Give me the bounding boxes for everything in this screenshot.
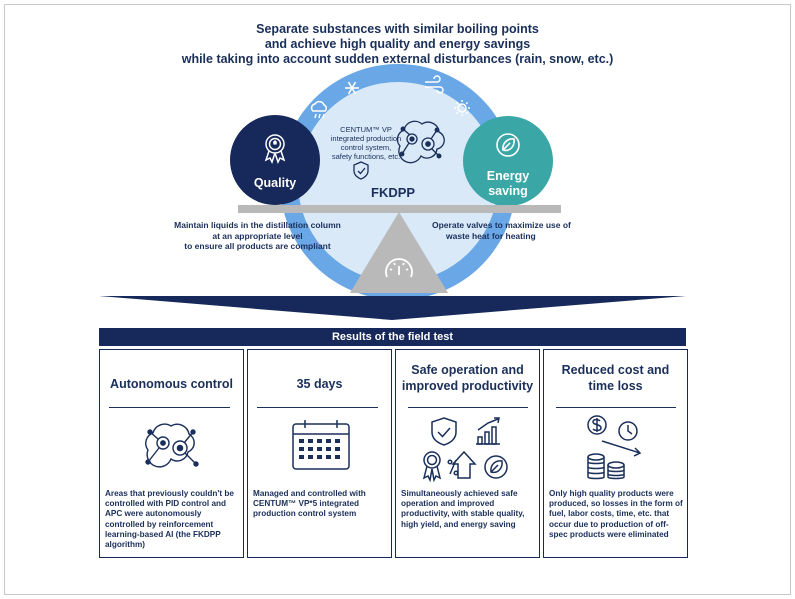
control-system-line-3: control system, xyxy=(340,143,392,152)
energy-saving-label: Energy saving xyxy=(465,169,551,199)
card-title: Autonomous control xyxy=(110,377,233,391)
control-system-line-2: integrated production xyxy=(330,134,402,143)
coins-clock-icon xyxy=(587,415,642,480)
card-body: Only high quality products were produced… xyxy=(549,489,683,539)
result-card-35-days: 35 days Managed and controlled with CENT… xyxy=(247,349,392,558)
leaf-icon xyxy=(484,455,508,479)
network-brain-icon xyxy=(396,120,445,164)
control-system-line-4: safety functions, etc. xyxy=(331,152,401,161)
ai-brain-icon xyxy=(145,423,199,468)
results-title: Results of the field test xyxy=(99,328,686,346)
balance-fulcrum xyxy=(350,212,448,293)
quality-note: Maintain liquids in the distillation col… xyxy=(160,220,355,252)
card-body: Areas that previously couldn't be contro… xyxy=(105,489,234,550)
card-title-line-1: Reduced cost and xyxy=(561,363,670,377)
card-title: 35 days xyxy=(296,377,343,391)
sun-icon xyxy=(454,100,470,116)
leaf-icon xyxy=(496,133,520,157)
clock-icon xyxy=(618,421,638,441)
results-arrow xyxy=(99,296,686,320)
headline-line-3: while taking into account sudden externa… xyxy=(181,52,614,66)
energy-note-line-2: waste heat for heating xyxy=(446,230,536,241)
quality-circle xyxy=(230,115,320,205)
downward-arrow-icon xyxy=(601,440,641,454)
control-system-line-1: CENTUM™ VP xyxy=(340,125,392,134)
quality-label: Quality xyxy=(253,176,297,190)
shield-check-icon xyxy=(431,417,457,446)
energy-saving-circle xyxy=(463,116,553,206)
quality-note-line-1: Maintain liquids in the distillation col… xyxy=(174,220,341,230)
headline: Separate substances with similar boiling… xyxy=(150,22,645,67)
balance-beam xyxy=(238,205,561,213)
card-title-line-2: improved productivity xyxy=(401,379,534,393)
fkdpp-label: FKDPP xyxy=(371,185,416,200)
card-body: Managed and controlled with CENTUM™ VP*5… xyxy=(253,489,366,519)
safety-productivity-icons xyxy=(422,417,508,483)
headline-line-2: and achieve high quality and energy savi… xyxy=(264,37,531,51)
quality-note-line-2: at an appropriate level xyxy=(212,230,303,241)
energy-note: Operate valves to maximize use of waste … xyxy=(432,220,602,241)
card-title: Reduced cost and time loss xyxy=(544,362,687,394)
wind-icon xyxy=(425,75,444,94)
result-card-reduced-cost: Reduced cost and time loss xyxy=(543,349,688,558)
bar-chart-icon xyxy=(476,417,500,445)
card-divider xyxy=(556,407,676,408)
award-ribbon-icon xyxy=(264,134,286,164)
snowflake-icon xyxy=(345,81,359,95)
gauge-icon xyxy=(385,258,413,278)
headline-line-1: Separate substances with similar boiling… xyxy=(256,22,539,36)
card-body: Simultaneously achieved safe operation a… xyxy=(401,489,525,529)
card-divider xyxy=(408,407,528,408)
energy-saving-label-line-1: Energy xyxy=(486,169,530,183)
result-card-autonomous-control: Autonomous control Areas that previously… xyxy=(99,349,244,558)
card-divider xyxy=(109,407,230,408)
card-title-line-1: Safe operation and xyxy=(411,363,524,377)
rain-cloud-icon xyxy=(310,100,328,119)
energy-note-line-1: Operate valves to maximize use of xyxy=(432,220,571,230)
figure-frame xyxy=(4,4,791,595)
percent-arrow-icon xyxy=(447,450,477,479)
card-divider xyxy=(257,407,378,408)
quality-note-line-3: to ensure all products are compliant xyxy=(184,241,331,251)
card-title-line-2: time loss xyxy=(588,379,643,393)
dollar-coin-icon xyxy=(587,415,607,435)
result-card-safe-operation: Safe operation and improved productivity xyxy=(395,349,540,558)
energy-saving-label-line-2: saving xyxy=(488,184,528,198)
shield-check-icon xyxy=(353,161,369,180)
control-system-label: CENTUM™ VP integrated production control… xyxy=(325,125,407,161)
coin-stack-icon xyxy=(587,453,625,480)
award-icon xyxy=(422,451,442,483)
calendar-icon xyxy=(292,420,350,470)
inner-disk xyxy=(298,82,498,282)
card-title: Safe operation and improved productivity xyxy=(396,362,539,394)
